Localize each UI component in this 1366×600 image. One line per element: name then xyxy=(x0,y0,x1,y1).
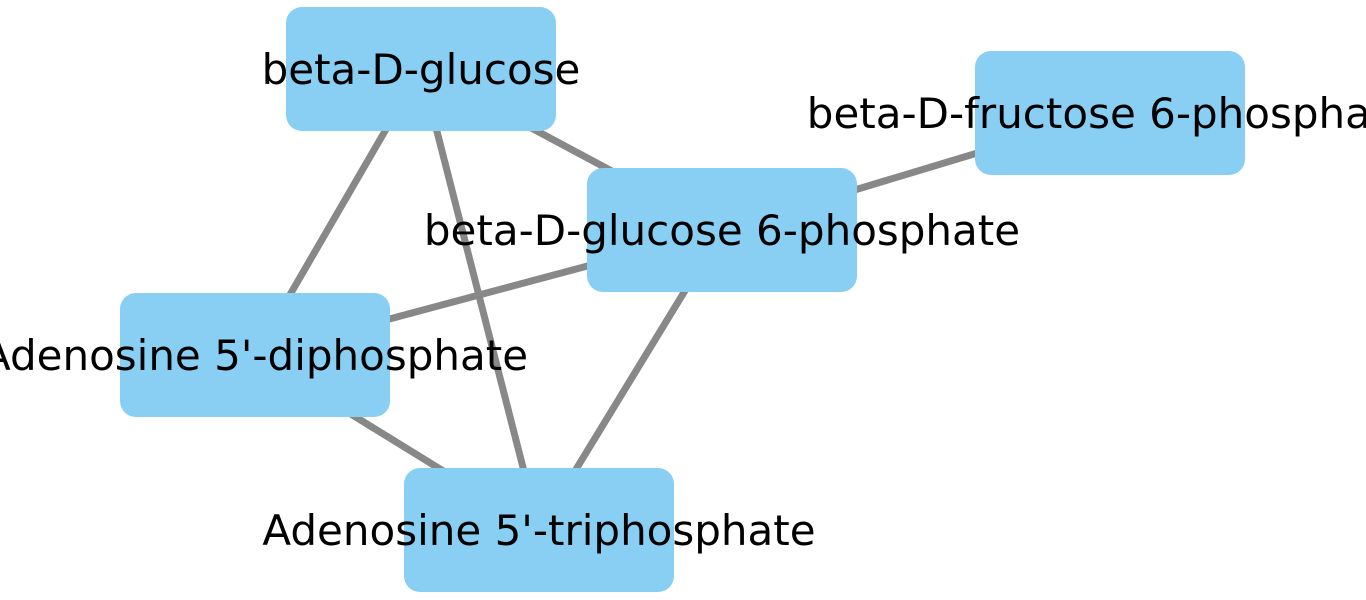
node-adp-label: Adenosine 5'-diphosphate xyxy=(0,331,528,380)
node-glucose6p[interactable]: beta-D-glucose 6-phosphate xyxy=(424,168,1020,292)
node-fructose6p[interactable]: beta-D-fructose 6-phosphate xyxy=(807,51,1366,175)
node-glucose[interactable]: beta-D-glucose xyxy=(262,7,581,131)
node-atp-box xyxy=(404,468,674,592)
node-glucose-box xyxy=(286,7,556,131)
node-fructose6p-box xyxy=(975,51,1245,175)
edge-glucose-atp xyxy=(417,68,543,531)
node-glucose6p-box xyxy=(587,168,857,292)
node-atp[interactable]: Adenosine 5'-triphosphate xyxy=(262,468,816,592)
nodes-layer: beta-D-glucose beta-D-fructose 6-phospha… xyxy=(0,7,1366,592)
node-glucose-label: beta-D-glucose xyxy=(262,45,581,94)
node-adp[interactable]: Adenosine 5'-diphosphate xyxy=(0,293,528,417)
node-glucose6p-label: beta-D-glucose 6-phosphate xyxy=(424,206,1020,255)
node-atp-label: Adenosine 5'-triphosphate xyxy=(262,506,815,555)
node-fructose6p-label: beta-D-fructose 6-phosphate xyxy=(807,89,1366,138)
node-adp-box xyxy=(120,293,390,417)
